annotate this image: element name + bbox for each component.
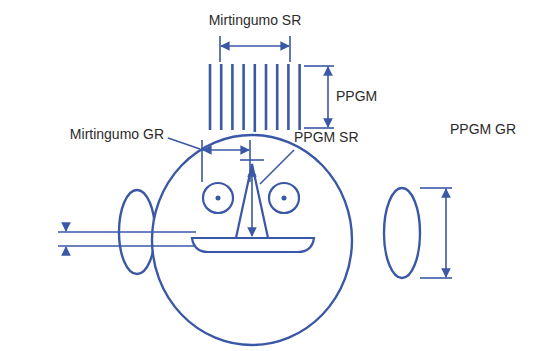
right-ear — [384, 188, 420, 278]
hair-strand — [254, 64, 257, 132]
hair-strand — [231, 64, 234, 130]
right-eye — [269, 183, 299, 213]
mouth — [192, 238, 314, 252]
hair-strand — [265, 64, 268, 130]
ear-height-dimension — [420, 188, 452, 278]
nose-triangle — [236, 164, 268, 238]
left-pupil — [216, 196, 221, 201]
hair-strands — [210, 64, 300, 132]
hair-height-label: PPGM — [334, 88, 379, 104]
hair-strand — [287, 64, 290, 130]
hair-strand — [209, 64, 212, 130]
head-outline — [152, 135, 352, 345]
eye-gap-label: Mirtingumo GR — [68, 126, 166, 142]
nose-leader — [260, 150, 294, 184]
right-pupil — [282, 196, 287, 201]
nose-height-dimension — [251, 168, 253, 236]
eye-gap-dimension — [168, 138, 250, 182]
ear-height-label: PPGM GR — [448, 121, 518, 137]
hair-strand — [242, 64, 245, 130]
hair-strand — [298, 64, 301, 130]
hair-width-dimension — [220, 36, 290, 62]
hair-strand — [276, 64, 279, 130]
left-eye — [203, 183, 233, 213]
hair-height-dimension — [304, 66, 334, 128]
nose-label: PPGM SR — [292, 129, 361, 145]
hair-width-label: Mirtingumo SR — [207, 12, 304, 28]
nose-top-tick — [240, 159, 264, 161]
hair-strand — [220, 64, 223, 130]
mouth-offset-dimension — [58, 224, 196, 254]
